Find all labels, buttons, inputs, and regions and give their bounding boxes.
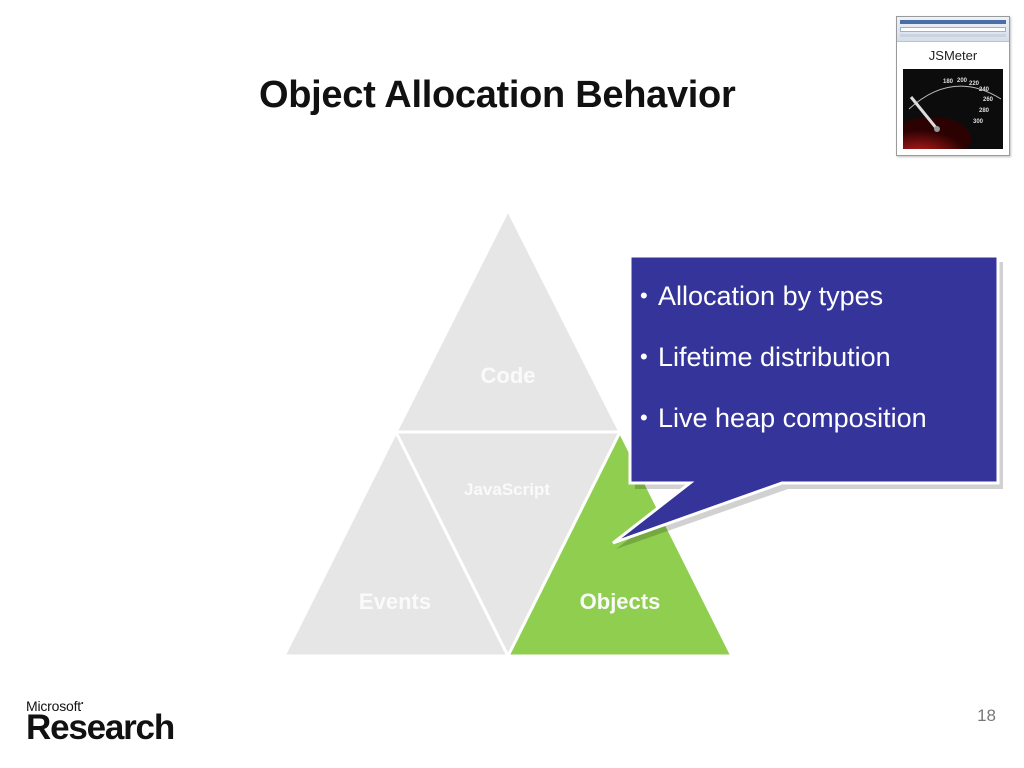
callout-box	[612, 254, 1003, 549]
browser-favorites-bar	[900, 34, 1006, 37]
gauge-tick-label: 200	[957, 78, 968, 84]
code-label: Code	[481, 363, 536, 388]
logo-microsoft-text: Microsoft•	[26, 698, 84, 714]
browser-title-bar	[900, 20, 1006, 24]
jsmeter-label: JSMeter	[928, 48, 978, 63]
bullet-dot-icon: •	[640, 344, 648, 369]
logo-research-text: Research	[26, 708, 175, 747]
gauge-tick-label: 240	[979, 87, 990, 93]
callout-bullet-text: Lifetime distribution	[658, 342, 891, 372]
objects-triangle	[505, 428, 735, 658]
bullet-dot-icon: •	[640, 283, 648, 308]
slide-title: Object Allocation Behavior	[259, 74, 736, 116]
gauge-tick-label: 220	[969, 81, 980, 87]
gauge-tick-label: 280	[979, 108, 990, 114]
events-label: Events	[359, 589, 431, 614]
gauge-tick-label: 300	[973, 119, 984, 125]
objects-label: Objects	[580, 589, 661, 614]
javascript-label: JavaScript	[464, 480, 550, 499]
callout-bullet-text: Live heap composition	[658, 403, 927, 433]
callout-bullet-item: • Allocation by types	[640, 278, 995, 339]
bullet-dot-icon: •	[640, 405, 648, 430]
microsoft-research-logo: Microsoft• Research	[26, 698, 175, 747]
code-triangle	[393, 206, 623, 434]
browser-address-bar	[900, 27, 1006, 32]
gauge-needle	[909, 96, 939, 130]
gauge-tick-label: 180	[943, 79, 954, 85]
callout-bullet-text: Allocation by types	[658, 281, 884, 311]
callout-bullet-list: • Allocation by types • Lifetime distributi…	[640, 278, 995, 461]
gauge-needle-hub	[934, 126, 940, 132]
browser-window-chrome	[897, 17, 1009, 42]
gauge-tick-label: 260	[983, 97, 994, 103]
callout-bullet-item: • Live heap composition	[640, 400, 995, 461]
page-number: 18	[977, 706, 996, 725]
callout-bullet-item: • Lifetime distribution	[640, 339, 995, 400]
